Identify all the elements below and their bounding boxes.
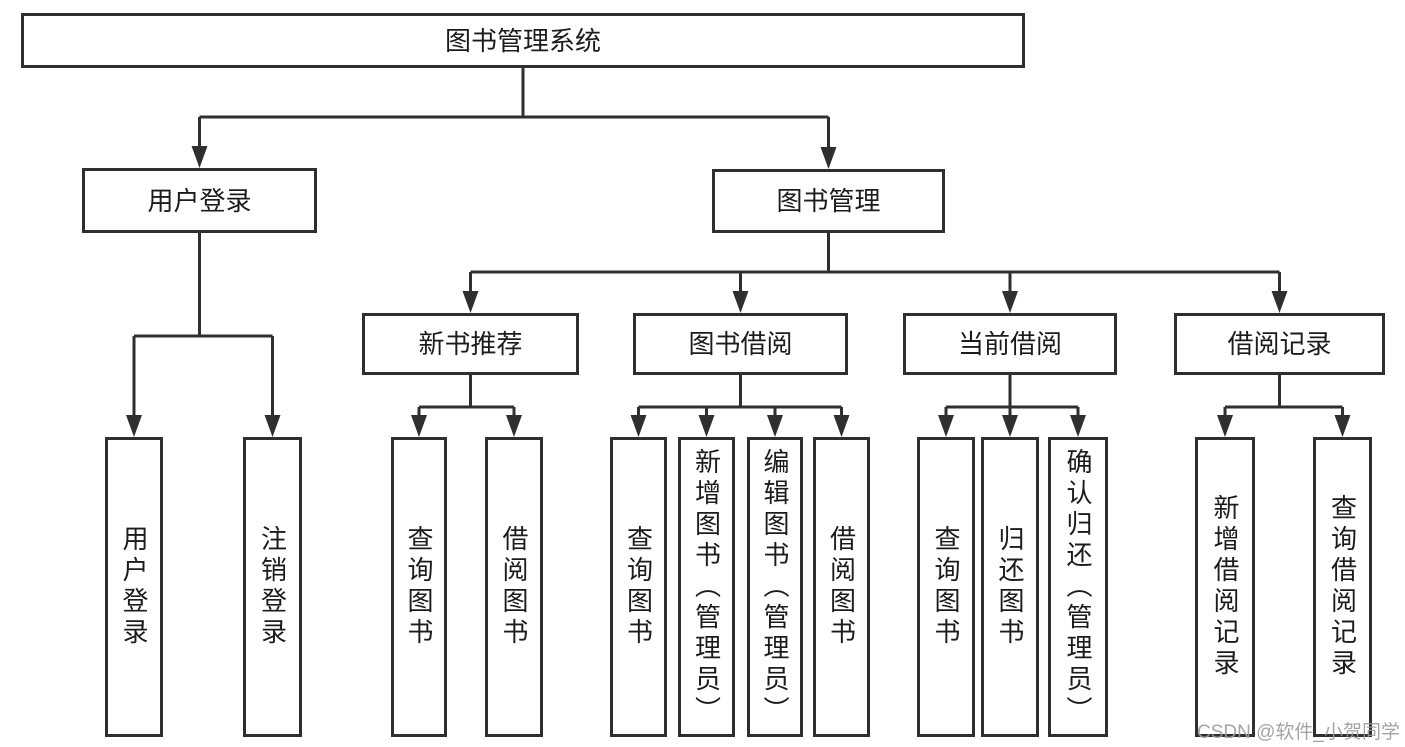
leaf-borrow-books-1: 借阅图书 — [485, 437, 543, 737]
node-new-book-recommend: 新书推荐 — [362, 313, 579, 375]
watermark-text: CSDN @软件_小贺同学 — [1197, 722, 1400, 743]
leaf-return-book: 归还图书 — [981, 437, 1039, 737]
node-book-management-branch: 图书管理 — [712, 169, 945, 233]
node-user-login-branch: 用户登录 — [82, 168, 317, 233]
leaf-query-borrow-record: 查询借阅记录 — [1313, 437, 1372, 737]
leaf-query-books-3: 查询图书 — [917, 437, 975, 737]
node-root-system: 图书管理系统 — [21, 13, 1025, 68]
leaf-query-books-2: 查询图书 — [610, 437, 667, 737]
node-current-borrow: 当前借阅 — [903, 313, 1117, 375]
leaf-add-borrow-record: 新增借阅记录 — [1195, 437, 1255, 737]
node-borrow-records: 借阅记录 — [1174, 313, 1385, 375]
leaf-borrow-books-2: 借阅图书 — [813, 437, 870, 737]
leaf-user-login: 用户登录 — [105, 437, 163, 737]
arrowheads — [126, 146, 1351, 437]
leaf-logout: 注销登录 — [243, 437, 302, 737]
node-book-borrow: 图书借阅 — [633, 313, 848, 375]
leaf-edit-book-admin: 编辑图书（管理员） — [747, 437, 803, 737]
leaf-query-books-1: 查询图书 — [391, 437, 447, 737]
leaf-confirm-return-admin: 确认归还（管理员） — [1048, 437, 1108, 737]
leaf-add-book-admin: 新增图书（管理员） — [678, 437, 735, 737]
